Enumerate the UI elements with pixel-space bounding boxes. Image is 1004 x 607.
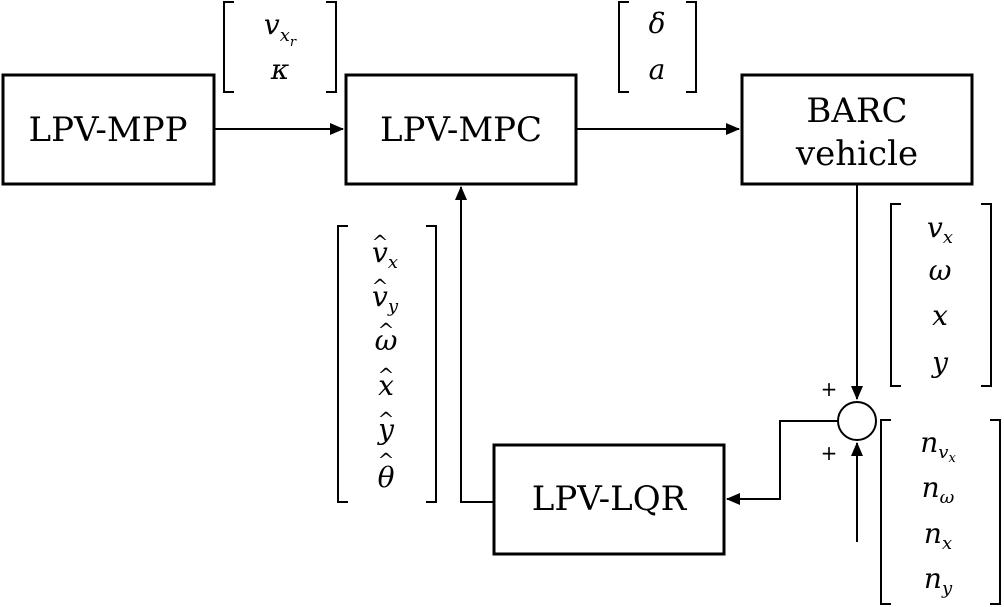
est-vx: vx <box>372 236 398 273</box>
barc-label-line1: BARC <box>806 91 907 131</box>
reference-vector: vxr κ <box>223 1 337 93</box>
noise-bracket-right <box>990 419 1001 605</box>
wire-sum-to-lqr <box>726 420 838 505</box>
noise-n-y: ny <box>924 562 953 599</box>
est-x: x <box>378 369 394 402</box>
sum-sign-top: + <box>821 377 838 401</box>
meas-vx: vx <box>927 211 953 248</box>
noise-n-x: nx <box>924 517 952 554</box>
est-y: y <box>376 413 395 446</box>
lpv-mpc-block: LPV-MPC <box>344 73 578 186</box>
est-vx-hat: ^ <box>372 230 389 254</box>
wire-lqr-to-mpc <box>455 186 493 503</box>
barc-vehicle-block: BARC vehicle <box>740 73 974 186</box>
lpv-mpp-label: LPV-MPP <box>29 110 188 150</box>
noise-n-omega: nω <box>922 471 955 508</box>
est-theta: θ <box>378 461 395 494</box>
ref-bracket-left <box>223 1 234 93</box>
input-delta: δ <box>649 7 666 40</box>
sum-sign-bottom: + <box>821 441 838 465</box>
ref-bracket-right <box>326 1 337 93</box>
lpv-mpp-block: LPV-MPP <box>1 73 216 186</box>
est-theta-hat: ^ <box>378 448 395 472</box>
input-bracket-left <box>618 1 629 93</box>
meas-bracket-left <box>890 203 901 387</box>
est-bracket-right <box>426 225 437 503</box>
est-vy-hat: ^ <box>372 274 389 298</box>
meas-y: y <box>930 346 949 379</box>
summing-junction: + + <box>821 377 877 465</box>
est-y-hat: ^ <box>378 407 395 431</box>
lpv-lqr-block: LPV-LQR <box>492 443 726 556</box>
ref-vx-r: vxr <box>264 8 297 50</box>
est-bracket-left <box>337 225 348 503</box>
meas-omega: ω <box>929 254 952 287</box>
measurement-vector: vx ω x y <box>890 203 992 387</box>
noise-n-vx: nvx <box>920 426 956 466</box>
noise-bracket-left <box>880 419 891 605</box>
ref-kappa: κ <box>270 53 289 86</box>
input-a: a <box>649 53 666 86</box>
lpv-lqr-label: LPV-LQR <box>532 479 688 519</box>
lpv-mpc-label: LPV-MPC <box>380 110 542 150</box>
est-omega: ω <box>375 324 398 357</box>
estimate-vector: ^ vx ^ vy ^ ω ^ x ^ y ^ θ <box>337 225 437 503</box>
meas-bracket-right <box>981 203 992 387</box>
input-vector: δ a <box>618 1 697 93</box>
barc-label-line2: vehicle <box>795 134 918 174</box>
input-bracket-right <box>686 1 697 93</box>
est-omega-hat: ^ <box>378 318 395 342</box>
est-x-hat: ^ <box>378 363 395 387</box>
meas-x: x <box>932 299 948 332</box>
noise-vector: nvx nω nx ny <box>880 419 1001 605</box>
est-vy: vy <box>372 280 399 317</box>
